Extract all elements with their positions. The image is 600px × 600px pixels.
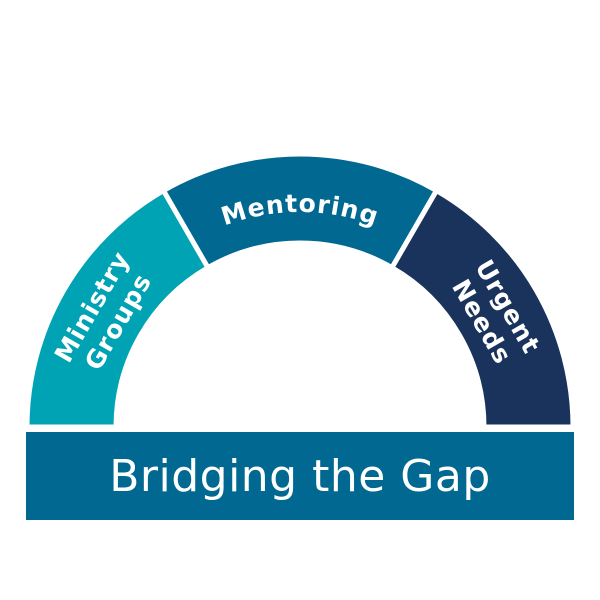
urgent-needs-segment <box>388 187 576 430</box>
bridging-the-gap-banner: Bridging the Gap <box>26 432 574 520</box>
banner-title: Bridging the Gap <box>109 450 491 502</box>
